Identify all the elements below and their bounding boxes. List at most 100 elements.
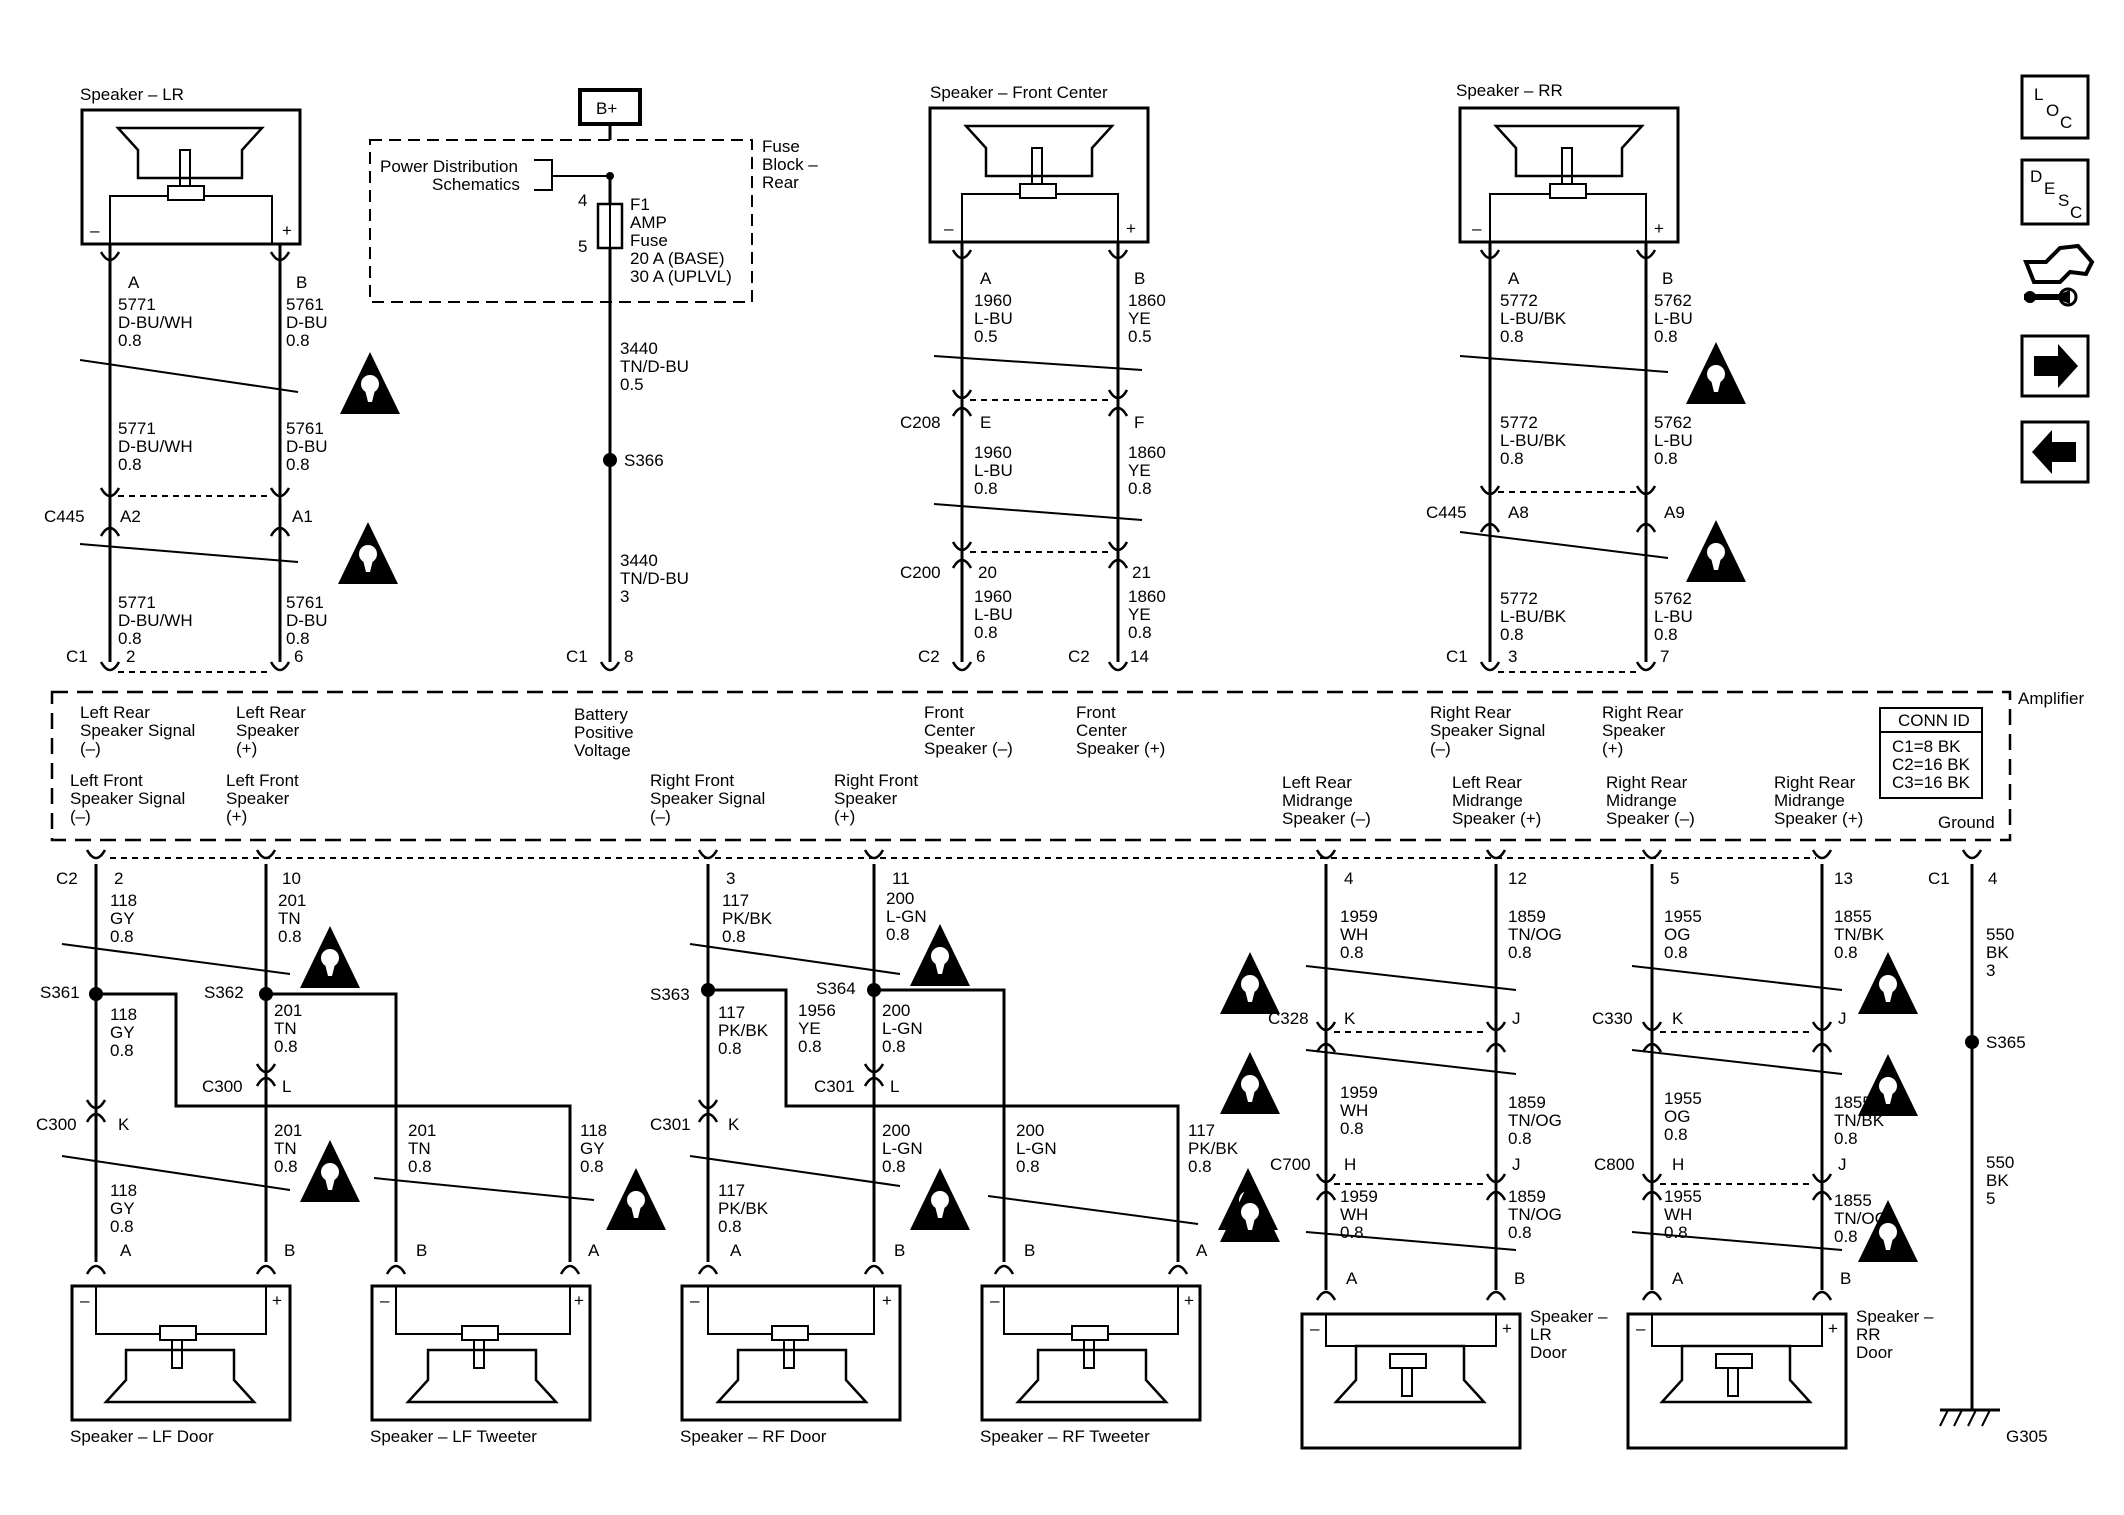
svg-text:GY: GY [580, 1139, 605, 1158]
svg-text:200: 200 [886, 889, 914, 908]
svg-text:TN/OG: TN/OG [1508, 1205, 1562, 1224]
svg-text:Speaker: Speaker [1602, 721, 1666, 740]
svg-text:C2=16 BK: C2=16 BK [1892, 755, 1971, 774]
svg-text:0.8: 0.8 [274, 1157, 298, 1176]
svg-text:118: 118 [580, 1121, 607, 1140]
wrench-hand-icon[interactable] [2023, 243, 2095, 307]
svg-text:5762: 5762 [1654, 589, 1692, 608]
svg-text:C300: C300 [36, 1115, 77, 1134]
svg-text:–: – [990, 1291, 1000, 1310]
svg-text:1855: 1855 [1834, 1093, 1872, 1112]
svg-text:+: + [1184, 1291, 1194, 1310]
nav-loc-button[interactable]: L O C [2020, 74, 2090, 140]
svg-text:0.8: 0.8 [580, 1157, 604, 1176]
svg-text:A: A [1196, 1241, 1208, 1260]
speaker-icon [1333, 1344, 1487, 1404]
svg-text:TN/BK: TN/BK [1834, 925, 1885, 944]
svg-text:+: + [1502, 1319, 1512, 1338]
svg-text:Front: Front [1076, 703, 1116, 722]
svg-text:D-BU: D-BU [286, 437, 328, 456]
svg-text:A9: A9 [1664, 503, 1685, 522]
svg-text:1859: 1859 [1508, 1187, 1546, 1206]
svg-text:YE: YE [798, 1019, 821, 1038]
svg-text:A: A [980, 269, 992, 288]
svg-text:L-BU: L-BU [974, 461, 1013, 480]
speaker-fc-title: Speaker – Front Center [930, 83, 1108, 102]
svg-text:O: O [2046, 101, 2059, 120]
svg-text:K: K [118, 1115, 130, 1134]
svg-text:D-BU: D-BU [286, 313, 328, 332]
warning-icon [1220, 952, 1280, 1014]
svg-text:0.8: 0.8 [1654, 327, 1678, 346]
speaker-icon [115, 126, 265, 180]
svg-text:Right Rear: Right Rear [1774, 773, 1856, 792]
speaker-lr-top: Speaker – LR –+ [80, 85, 302, 246]
svg-text:–: – [1310, 1319, 1320, 1338]
svg-text:+: + [1828, 1319, 1838, 1338]
svg-text:C700: C700 [1270, 1155, 1311, 1174]
svg-text:0.8: 0.8 [286, 629, 310, 648]
svg-text:PK/BK: PK/BK [722, 909, 773, 928]
speaker-lf-tweeter-title: Speaker – LF Tweeter [370, 1427, 537, 1446]
svg-text:0.8: 0.8 [882, 1037, 906, 1056]
svg-text:S361: S361 [40, 983, 80, 1002]
svg-text:1860: 1860 [1128, 587, 1166, 606]
svg-text:+: + [272, 1291, 282, 1310]
svg-text:5762: 5762 [1654, 413, 1692, 432]
svg-text:0.8: 0.8 [278, 927, 302, 946]
svg-text:Door: Door [1530, 1343, 1567, 1362]
svg-text:6: 6 [294, 647, 303, 666]
svg-text:C1: C1 [566, 647, 588, 666]
svg-text:L-BU: L-BU [974, 309, 1013, 328]
svg-text:B: B [894, 1241, 905, 1260]
svg-text:H: H [1344, 1155, 1356, 1174]
svg-text:201: 201 [274, 1001, 302, 1020]
svg-text:Speaker (+): Speaker (+) [1774, 809, 1863, 828]
fuse-block-section: B+ Power Distribution Schematics Fuse Bl… [369, 88, 818, 672]
svg-text:BK: BK [1986, 943, 2009, 962]
speaker-icon [1493, 124, 1645, 178]
svg-text:1955: 1955 [1664, 1187, 1702, 1206]
svg-text:C2: C2 [56, 869, 78, 888]
svg-text:S365: S365 [1986, 1033, 2026, 1052]
svg-text:A: A [588, 1241, 600, 1260]
svg-text:14: 14 [1130, 647, 1149, 666]
svg-text:Midrange: Midrange [1774, 791, 1845, 810]
svg-text:J: J [1512, 1009, 1521, 1028]
svg-text:5: 5 [1670, 869, 1679, 888]
svg-text:S363: S363 [650, 985, 690, 1004]
svg-text:WH: WH [1664, 1205, 1692, 1224]
next-arrow-button[interactable] [2020, 334, 2090, 398]
svg-text:1955: 1955 [1664, 907, 1702, 926]
svg-text:Speaker (+): Speaker (+) [1076, 739, 1165, 758]
prev-arrow-button[interactable] [2020, 420, 2090, 484]
svg-text:0.8: 0.8 [1664, 943, 1688, 962]
warning-icon [1858, 952, 1918, 1014]
svg-text:0.8: 0.8 [722, 927, 746, 946]
amplifier-title: Amplifier [2018, 689, 2084, 708]
warning-icon [1686, 342, 1746, 404]
svg-text:J: J [1838, 1009, 1847, 1028]
svg-text:0.8: 0.8 [974, 479, 998, 498]
svg-text:L-BU/BK: L-BU/BK [1500, 607, 1567, 626]
svg-text:B: B [284, 1241, 295, 1260]
speaker-rr-title: Speaker – RR [1456, 81, 1563, 100]
warning-icon [910, 1168, 970, 1230]
svg-text:1855: 1855 [1834, 907, 1872, 926]
connector-c445-label: C445 [44, 507, 85, 526]
svg-text:PK/BK: PK/BK [718, 1021, 769, 1040]
svg-text:(+): (+) [226, 807, 247, 826]
speaker-icon [103, 1348, 257, 1404]
nav-desc-button[interactable]: D E S C [2020, 158, 2090, 226]
svg-text:YE: YE [1128, 461, 1151, 480]
svg-text:0.8: 0.8 [1340, 1223, 1364, 1242]
speaker-lf-door: –+ Speaker – LF Door [70, 1284, 292, 1446]
fuse-block-outline [369, 139, 753, 303]
svg-text:2: 2 [126, 647, 135, 666]
svg-text:Left Rear: Left Rear [236, 703, 306, 722]
svg-text:A2: A2 [120, 507, 141, 526]
svg-text:3: 3 [620, 587, 629, 606]
svg-text:C1: C1 [1446, 647, 1468, 666]
